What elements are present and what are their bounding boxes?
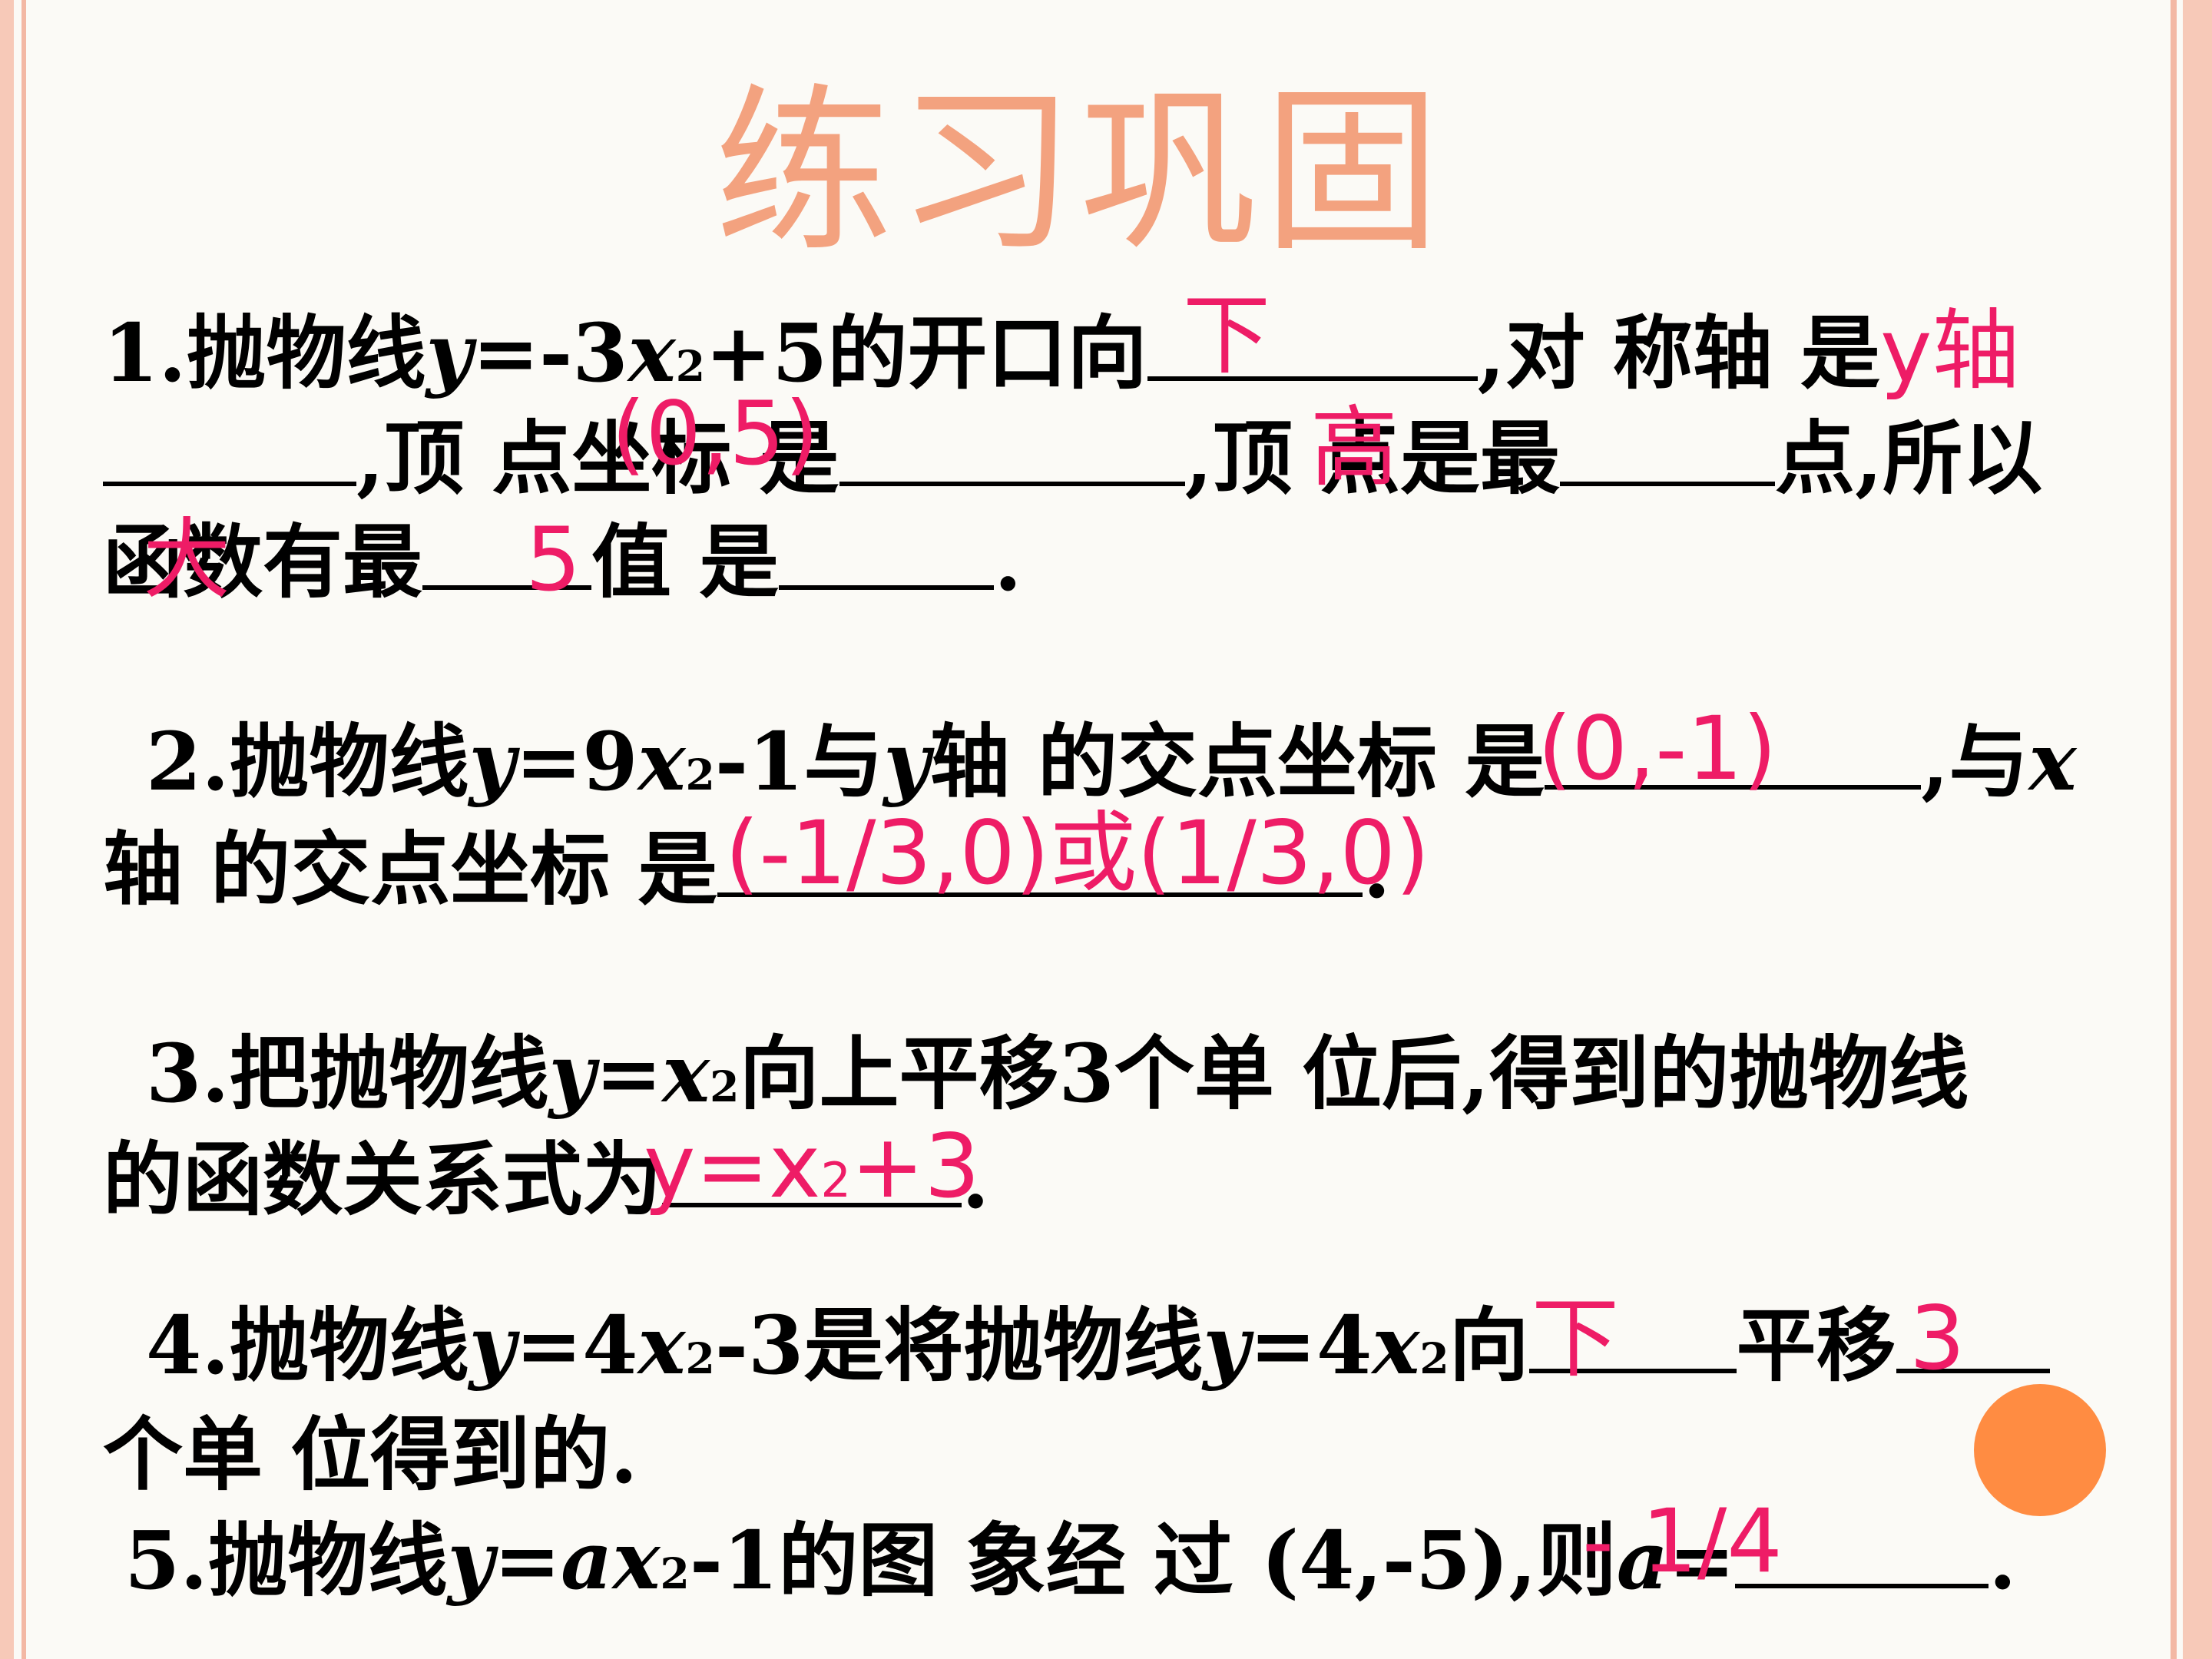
q5-blank-a[interactable] xyxy=(1735,1524,1989,1588)
q4-blank-direction[interactable] xyxy=(1528,1309,1737,1373)
answer-q5-a: - 1/4 xyxy=(1582,1490,1783,1592)
answer-q1-high-low: 高 xyxy=(1310,396,1399,498)
left-border-decoration xyxy=(0,0,37,1659)
answer-q1-max-min: 大 xyxy=(143,508,231,611)
q1-blank-value[interactable] xyxy=(779,525,995,590)
q3-blank-function[interactable] xyxy=(662,1143,962,1207)
q2-blank-x-intersection[interactable] xyxy=(717,833,1363,897)
answer-q4-direction: 下 xyxy=(1532,1287,1620,1389)
q5-line1: 5.抛物线y=ax2-1的图 象经 过 (4,-5),则a=. xyxy=(124,1513,2017,1608)
q2-line1: 2.抛物线y=9x2-1与y轴 的交点坐标 是,与x xyxy=(146,714,2077,809)
q1-blank-axis[interactable] xyxy=(103,422,356,486)
q3-line1: 3.把抛物线y=x2向上平移3个单 位后,得到的抛物线 xyxy=(146,1026,1969,1121)
answer-q1-vertex: (0,5) xyxy=(611,382,820,485)
answer-q4-units: 3 xyxy=(1909,1287,1965,1389)
q1-line1: 1.抛物线y=-3x2+5的开口向,对 称轴 是 xyxy=(103,306,1881,400)
q4-line2: 个单 位得到的. xyxy=(103,1407,638,1502)
q1-blank-vertex[interactable] xyxy=(839,422,1185,486)
q1-blank-max-min[interactable] xyxy=(422,525,592,590)
q4-line1: 4.抛物线y=4x2-3是将抛物线y=4x2向平移 xyxy=(146,1306,2050,1386)
answer-q2-y-intersection: (0,-1) xyxy=(1538,697,1777,800)
answer-q1-axis: y轴 xyxy=(1880,300,2020,402)
q1-line3: 函数有最值 是. xyxy=(103,515,1022,609)
q3-line2: 的函数关系式为. xyxy=(103,1132,990,1227)
q4-blank-units[interactable] xyxy=(1896,1309,2050,1373)
answer-q1-value: 5 xyxy=(525,508,581,611)
answer-q2-x-intersection: (-1/3,0)或(1/3,0) xyxy=(725,802,1430,904)
q2-blank-y-intersection[interactable] xyxy=(1545,725,1922,790)
slide-title: 练习巩固 xyxy=(714,68,1446,276)
answer-q1-direction: 下 xyxy=(1183,284,1271,386)
q1-blank-direction[interactable] xyxy=(1147,316,1478,381)
right-border-decoration xyxy=(2097,0,2212,1659)
q1-line2: ,顶 点坐标 是,顶 点是最点,所以 xyxy=(103,419,2042,498)
q2-line2: 轴 的交点坐标 是. xyxy=(103,822,1391,916)
answer-q3-function: y=x2+3 xyxy=(644,1115,980,1217)
q1-blank-high-low[interactable] xyxy=(1560,422,1776,486)
orange-circle-decoration xyxy=(1974,1384,2106,1516)
